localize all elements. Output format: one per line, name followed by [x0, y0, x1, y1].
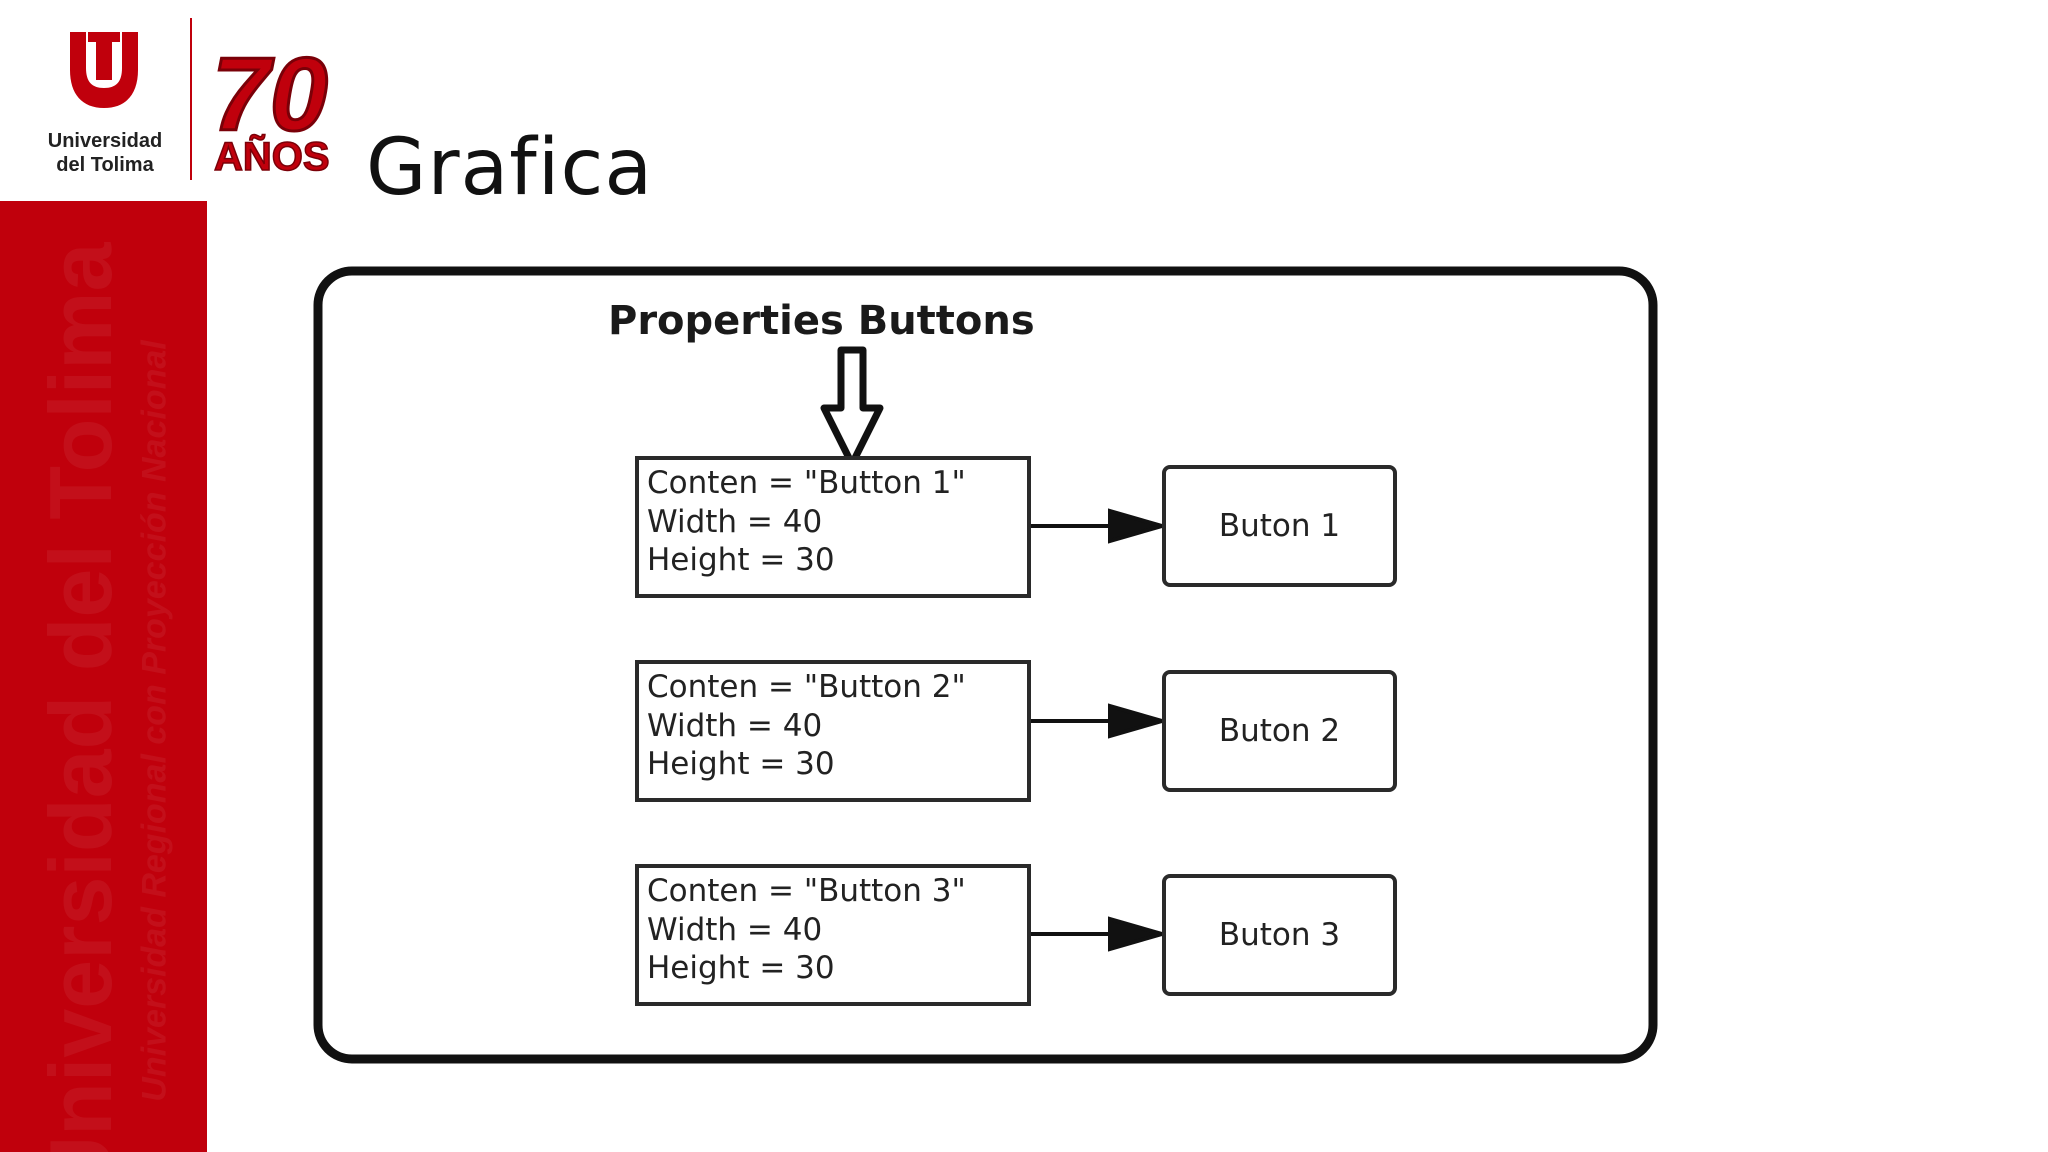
connector-arrow-3: [1031, 916, 1170, 952]
connector-arrow-2: [1031, 703, 1170, 739]
property-content: Conten = "Button 1": [647, 465, 966, 501]
svg-text:70: 70: [212, 37, 328, 153]
anniversary-70-logo: 70 AÑOS: [211, 36, 331, 179]
property-height: Height = 30: [647, 950, 835, 986]
property-height: Height = 30: [647, 746, 835, 782]
button-node-1: Buton 1: [1162, 465, 1397, 587]
property-content: Conten = "Button 2": [647, 669, 966, 705]
logo-divider: [190, 18, 192, 180]
property-width: Width = 40: [647, 503, 823, 540]
svg-text:AÑOS: AÑOS: [214, 133, 330, 178]
university-name: Universidad del Tolima: [47, 130, 163, 176]
header-logos: Universidad del Tolima 70 AÑOS: [0, 0, 360, 200]
diagram-title: Properties Buttons: [608, 298, 1035, 344]
universidad-del-tolima-logo: [70, 32, 138, 108]
sidebar-watermark-sub: Universidad Regional con Proyección Naci…: [135, 340, 174, 1102]
red-sidebar: Universidad del Tolima Universidad Regio…: [0, 201, 207, 1152]
property-width: Width = 40: [647, 911, 823, 948]
slide-title: Grafica: [366, 123, 654, 213]
connector-arrow-1: [1031, 508, 1170, 544]
properties-box-2: Conten = "Button 2" Width = 40 Height = …: [635, 660, 1031, 802]
down-arrow-icon: [820, 346, 884, 468]
property-width: Width = 40: [647, 707, 823, 744]
properties-box-3: Conten = "Button 3" Width = 40 Height = …: [635, 864, 1031, 1006]
button-node-2: Buton 2: [1162, 670, 1397, 792]
property-content: Conten = "Button 3": [647, 873, 966, 909]
sidebar-watermark-main: Universidad del Tolima: [31, 242, 130, 1152]
properties-box-1: Conten = "Button 1" Width = 40 Height = …: [635, 456, 1031, 598]
property-height: Height = 30: [647, 542, 835, 578]
button-node-3: Buton 3: [1162, 874, 1397, 996]
